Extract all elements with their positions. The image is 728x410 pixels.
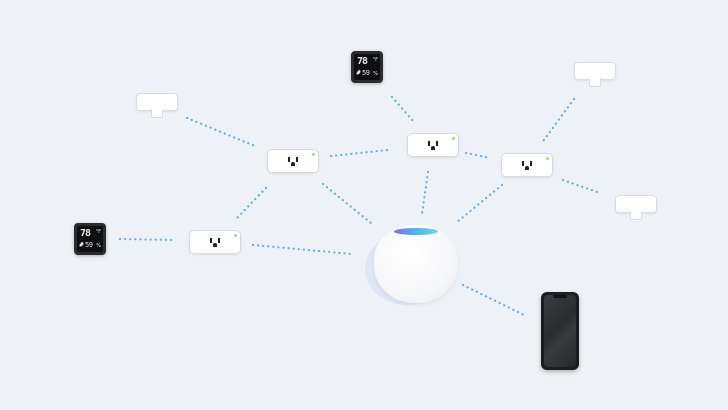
motion-sensor-1: [136, 93, 178, 118]
thermometer-1: 78 °F 59 %: [351, 51, 383, 83]
outlet-icon: [426, 140, 440, 150]
smartphone-icon: [541, 292, 579, 370]
smart-plug-1: [267, 149, 319, 173]
link-sensor-1-plug-1: [185, 116, 257, 148]
motion-sensor-3: [615, 195, 657, 220]
link-hub-phone: [461, 283, 528, 318]
link-thermo-2-plug-4: [118, 237, 174, 242]
smart-plug-2: [407, 133, 459, 157]
humidity-icon: [355, 69, 362, 76]
plug-status-led: [452, 137, 455, 140]
link-plug-1-plug-4: [234, 186, 268, 221]
humidity-unit: %: [96, 243, 101, 249]
plug-status-led: [312, 153, 315, 156]
plug-status-led: [546, 157, 549, 160]
humidity-reading: 59: [85, 241, 93, 249]
thermometer-2: 78 °F 59 %: [74, 223, 106, 255]
smart-speaker-hub: [365, 225, 458, 307]
link-plug-3-hub: [455, 183, 504, 224]
smart-plug-3: [501, 153, 553, 177]
hub-light-ring: [394, 228, 438, 235]
motion-sensor-2: [574, 62, 616, 87]
smart-plug-4: [189, 230, 241, 254]
link-plug-1-plug-2: [329, 148, 390, 158]
link-plug-4-hub: [251, 243, 354, 256]
outlet-icon: [208, 237, 222, 247]
link-plug-2-plug-3: [464, 151, 492, 160]
humidity-icon: [78, 241, 85, 248]
temperature-unit: °F: [372, 57, 378, 63]
link-plug-1-hub: [321, 182, 373, 225]
link-plug-3-sensor-3: [561, 178, 602, 195]
link-plug-2-hub: [420, 170, 430, 216]
plug-status-led: [234, 234, 237, 237]
temperature-reading: 78: [357, 56, 368, 67]
temperature-unit: °F: [95, 229, 101, 235]
link-sensor-2-plug-3: [539, 97, 576, 146]
humidity-unit: %: [373, 71, 378, 77]
humidity-reading: 59: [362, 69, 370, 77]
outlet-icon: [520, 160, 534, 170]
outlet-icon: [286, 156, 300, 166]
temperature-reading: 78: [80, 228, 91, 239]
link-thermo-1-plug-2: [390, 95, 416, 124]
